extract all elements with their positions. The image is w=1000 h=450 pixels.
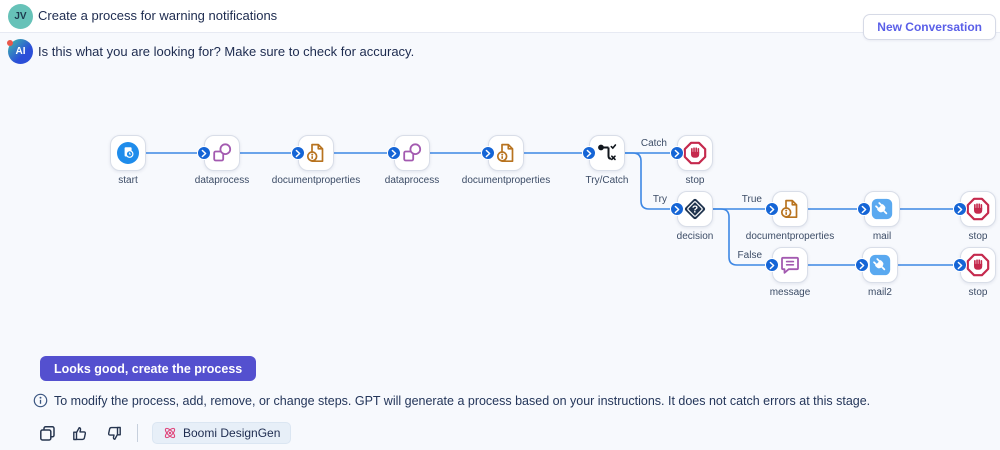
node-label: documentproperties	[271, 175, 361, 186]
input-port-icon	[582, 146, 596, 160]
input-port-icon	[197, 146, 211, 160]
edge-label: Try	[653, 194, 667, 205]
node-label: dataprocess	[384, 175, 440, 186]
dataprocess-icon	[403, 143, 422, 162]
node-stop3[interactable]: stop	[953, 247, 996, 298]
thumbs-up-icon	[73, 426, 87, 440]
input-port-icon	[291, 146, 305, 160]
ai-avatar: AI	[7, 39, 33, 64]
node-label: stop	[968, 287, 988, 298]
thumbs-down-button[interactable]	[104, 424, 123, 443]
node-label: start	[118, 175, 138, 186]
user-message-row	[0, 0, 1000, 33]
connector-icon	[871, 198, 893, 220]
node-documentproperties3[interactable]: documentproperties	[746, 191, 834, 242]
document-properties-icon	[780, 199, 798, 219]
try-catch-icon	[598, 144, 617, 161]
node-label: decision	[676, 231, 714, 242]
flow-edge	[625, 152, 670, 210]
node-label: documentproperties	[745, 231, 835, 242]
node-label: Try/Catch	[585, 175, 629, 186]
new-conversation-button[interactable]: New Conversation	[863, 14, 996, 40]
input-port-icon	[670, 202, 684, 216]
connector-icon	[869, 254, 891, 276]
node-stop2[interactable]: stop	[953, 191, 996, 242]
designgen-badge: Boomi DesignGen	[152, 422, 292, 444]
node-mail2[interactable]: mail2	[855, 247, 898, 298]
input-port-icon	[765, 258, 779, 272]
confirm-process-button[interactable]: Looks good, create the process	[40, 356, 257, 381]
info-text: To modify the process, add, remove, or c…	[54, 393, 871, 408]
node-label: documentproperties	[461, 175, 551, 186]
copy-icon	[40, 425, 55, 441]
input-port-icon	[670, 146, 684, 160]
message-actions: Boomi DesignGen	[38, 422, 292, 444]
node-dataprocess2[interactable]: dataprocess	[385, 135, 439, 186]
ai-avatar-label: AI	[15, 46, 26, 57]
info-icon	[33, 393, 48, 408]
start-icon	[117, 142, 139, 164]
atom-icon	[164, 427, 176, 439]
thumbs-down-icon	[107, 426, 121, 440]
input-port-icon	[765, 202, 779, 216]
node-decision[interactable]: ? decision	[670, 191, 713, 242]
stop-icon	[683, 141, 707, 165]
stop-icon	[966, 197, 990, 221]
actions-divider	[137, 424, 138, 442]
node-label: mail2	[868, 287, 892, 298]
designgen-badge-label: Boomi DesignGen	[183, 426, 281, 440]
input-port-icon	[953, 258, 967, 272]
node-mail[interactable]: mail	[857, 191, 900, 242]
user-avatar: JV	[8, 4, 33, 29]
edge-label: False	[738, 250, 763, 261]
edge-label: Catch	[641, 138, 667, 149]
node-documentproperties1[interactable]: documentproperties	[272, 135, 360, 186]
node-label: message	[769, 287, 811, 298]
node-trycatch[interactable]: Try/Catch	[582, 135, 628, 186]
node-message[interactable]: message	[765, 247, 810, 298]
edge-label: True	[742, 194, 763, 205]
message-icon	[781, 256, 799, 274]
thumbs-up-button[interactable]	[71, 424, 90, 443]
node-dataprocess1[interactable]: dataprocess	[195, 135, 249, 186]
copy-button[interactable]	[38, 424, 57, 443]
document-properties-icon	[306, 143, 324, 163]
info-row: To modify the process, add, remove, or c…	[33, 393, 870, 408]
document-properties-icon	[496, 143, 514, 163]
input-port-icon	[857, 202, 871, 216]
ai-avatar-dot-icon	[7, 40, 13, 46]
node-start[interactable]: start	[110, 135, 146, 186]
input-port-icon	[855, 258, 869, 272]
node-documentproperties2[interactable]: documentproperties	[462, 135, 550, 186]
node-label: dataprocess	[194, 175, 250, 186]
stop-icon	[966, 253, 990, 277]
user-message: Create a process for warning notificatio…	[38, 8, 278, 23]
ai-message: Is this what you are looking for? Make s…	[38, 44, 415, 59]
dataprocess-icon	[213, 143, 232, 162]
input-port-icon	[481, 146, 495, 160]
svg-text:?: ?	[692, 205, 698, 216]
node-stop1[interactable]: stop	[670, 135, 713, 186]
node-label: stop	[685, 175, 705, 186]
input-port-icon	[953, 202, 967, 216]
node-label: mail	[872, 231, 892, 242]
node-label: stop	[968, 231, 988, 242]
decision-icon: ?	[684, 198, 706, 220]
input-port-icon	[387, 146, 401, 160]
